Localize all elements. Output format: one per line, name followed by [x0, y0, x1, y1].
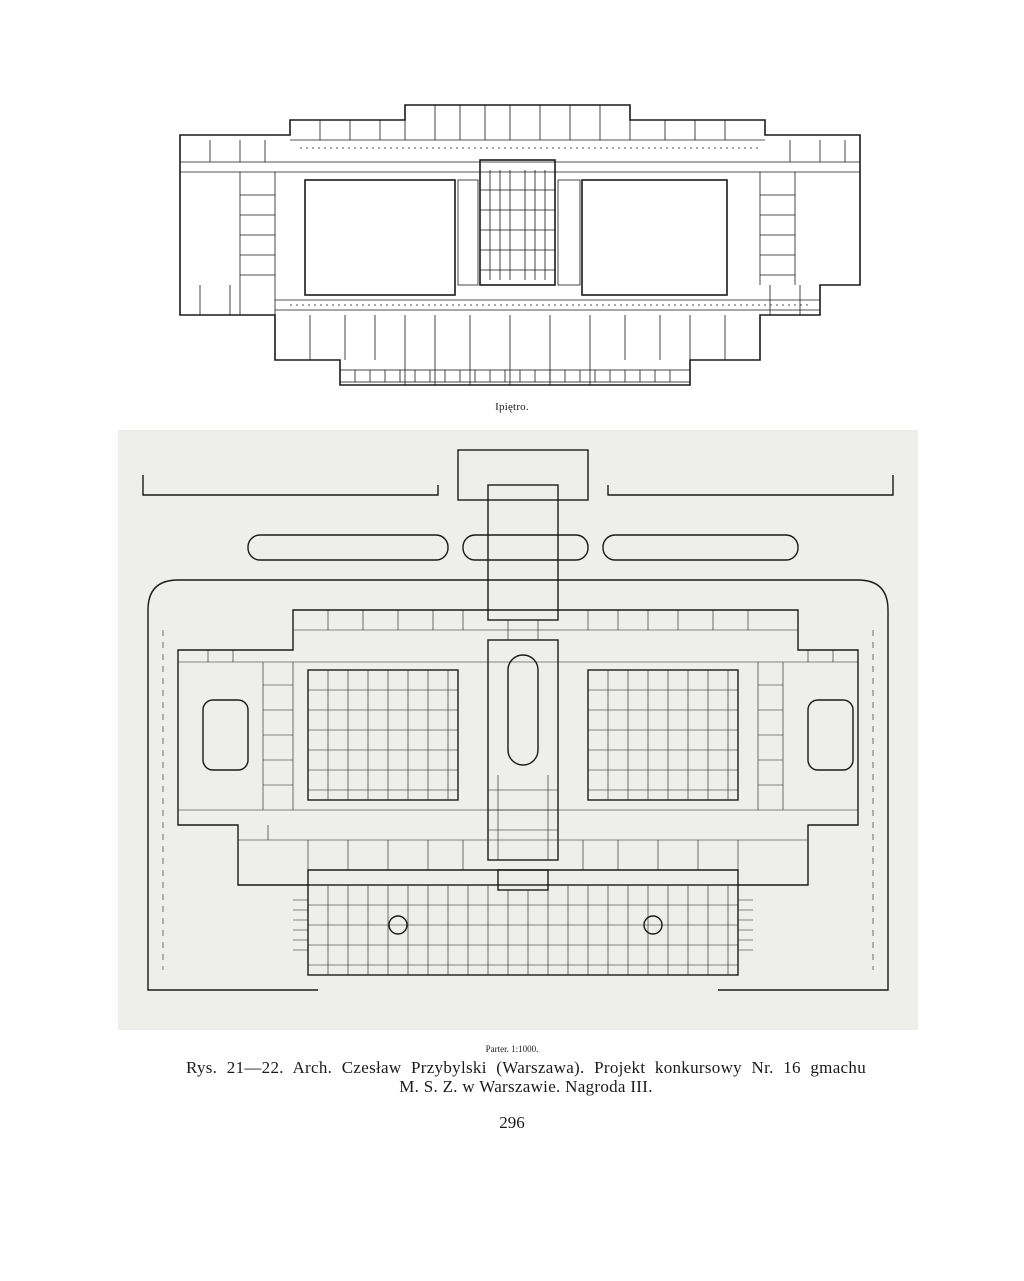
caption-line-2: M. S. Z. w Warszawie. Nagroda III. [399, 1077, 653, 1096]
page-number: 296 [499, 1113, 525, 1132]
floor-plan-upper [179, 104, 861, 386]
upper-plan-caption: Ipiętro. [495, 401, 529, 413]
floor-plan-lower [118, 430, 918, 1030]
caption-line-1: Rys. 21—22. Arch. Czesław Przybylski (Wa… [186, 1058, 866, 1077]
lower-plan-caption: Parter. 1:1000. [485, 1044, 539, 1054]
figure-caption: Rys. 21—22. Arch. Czesław Przybylski (Wa… [186, 1058, 866, 1096]
